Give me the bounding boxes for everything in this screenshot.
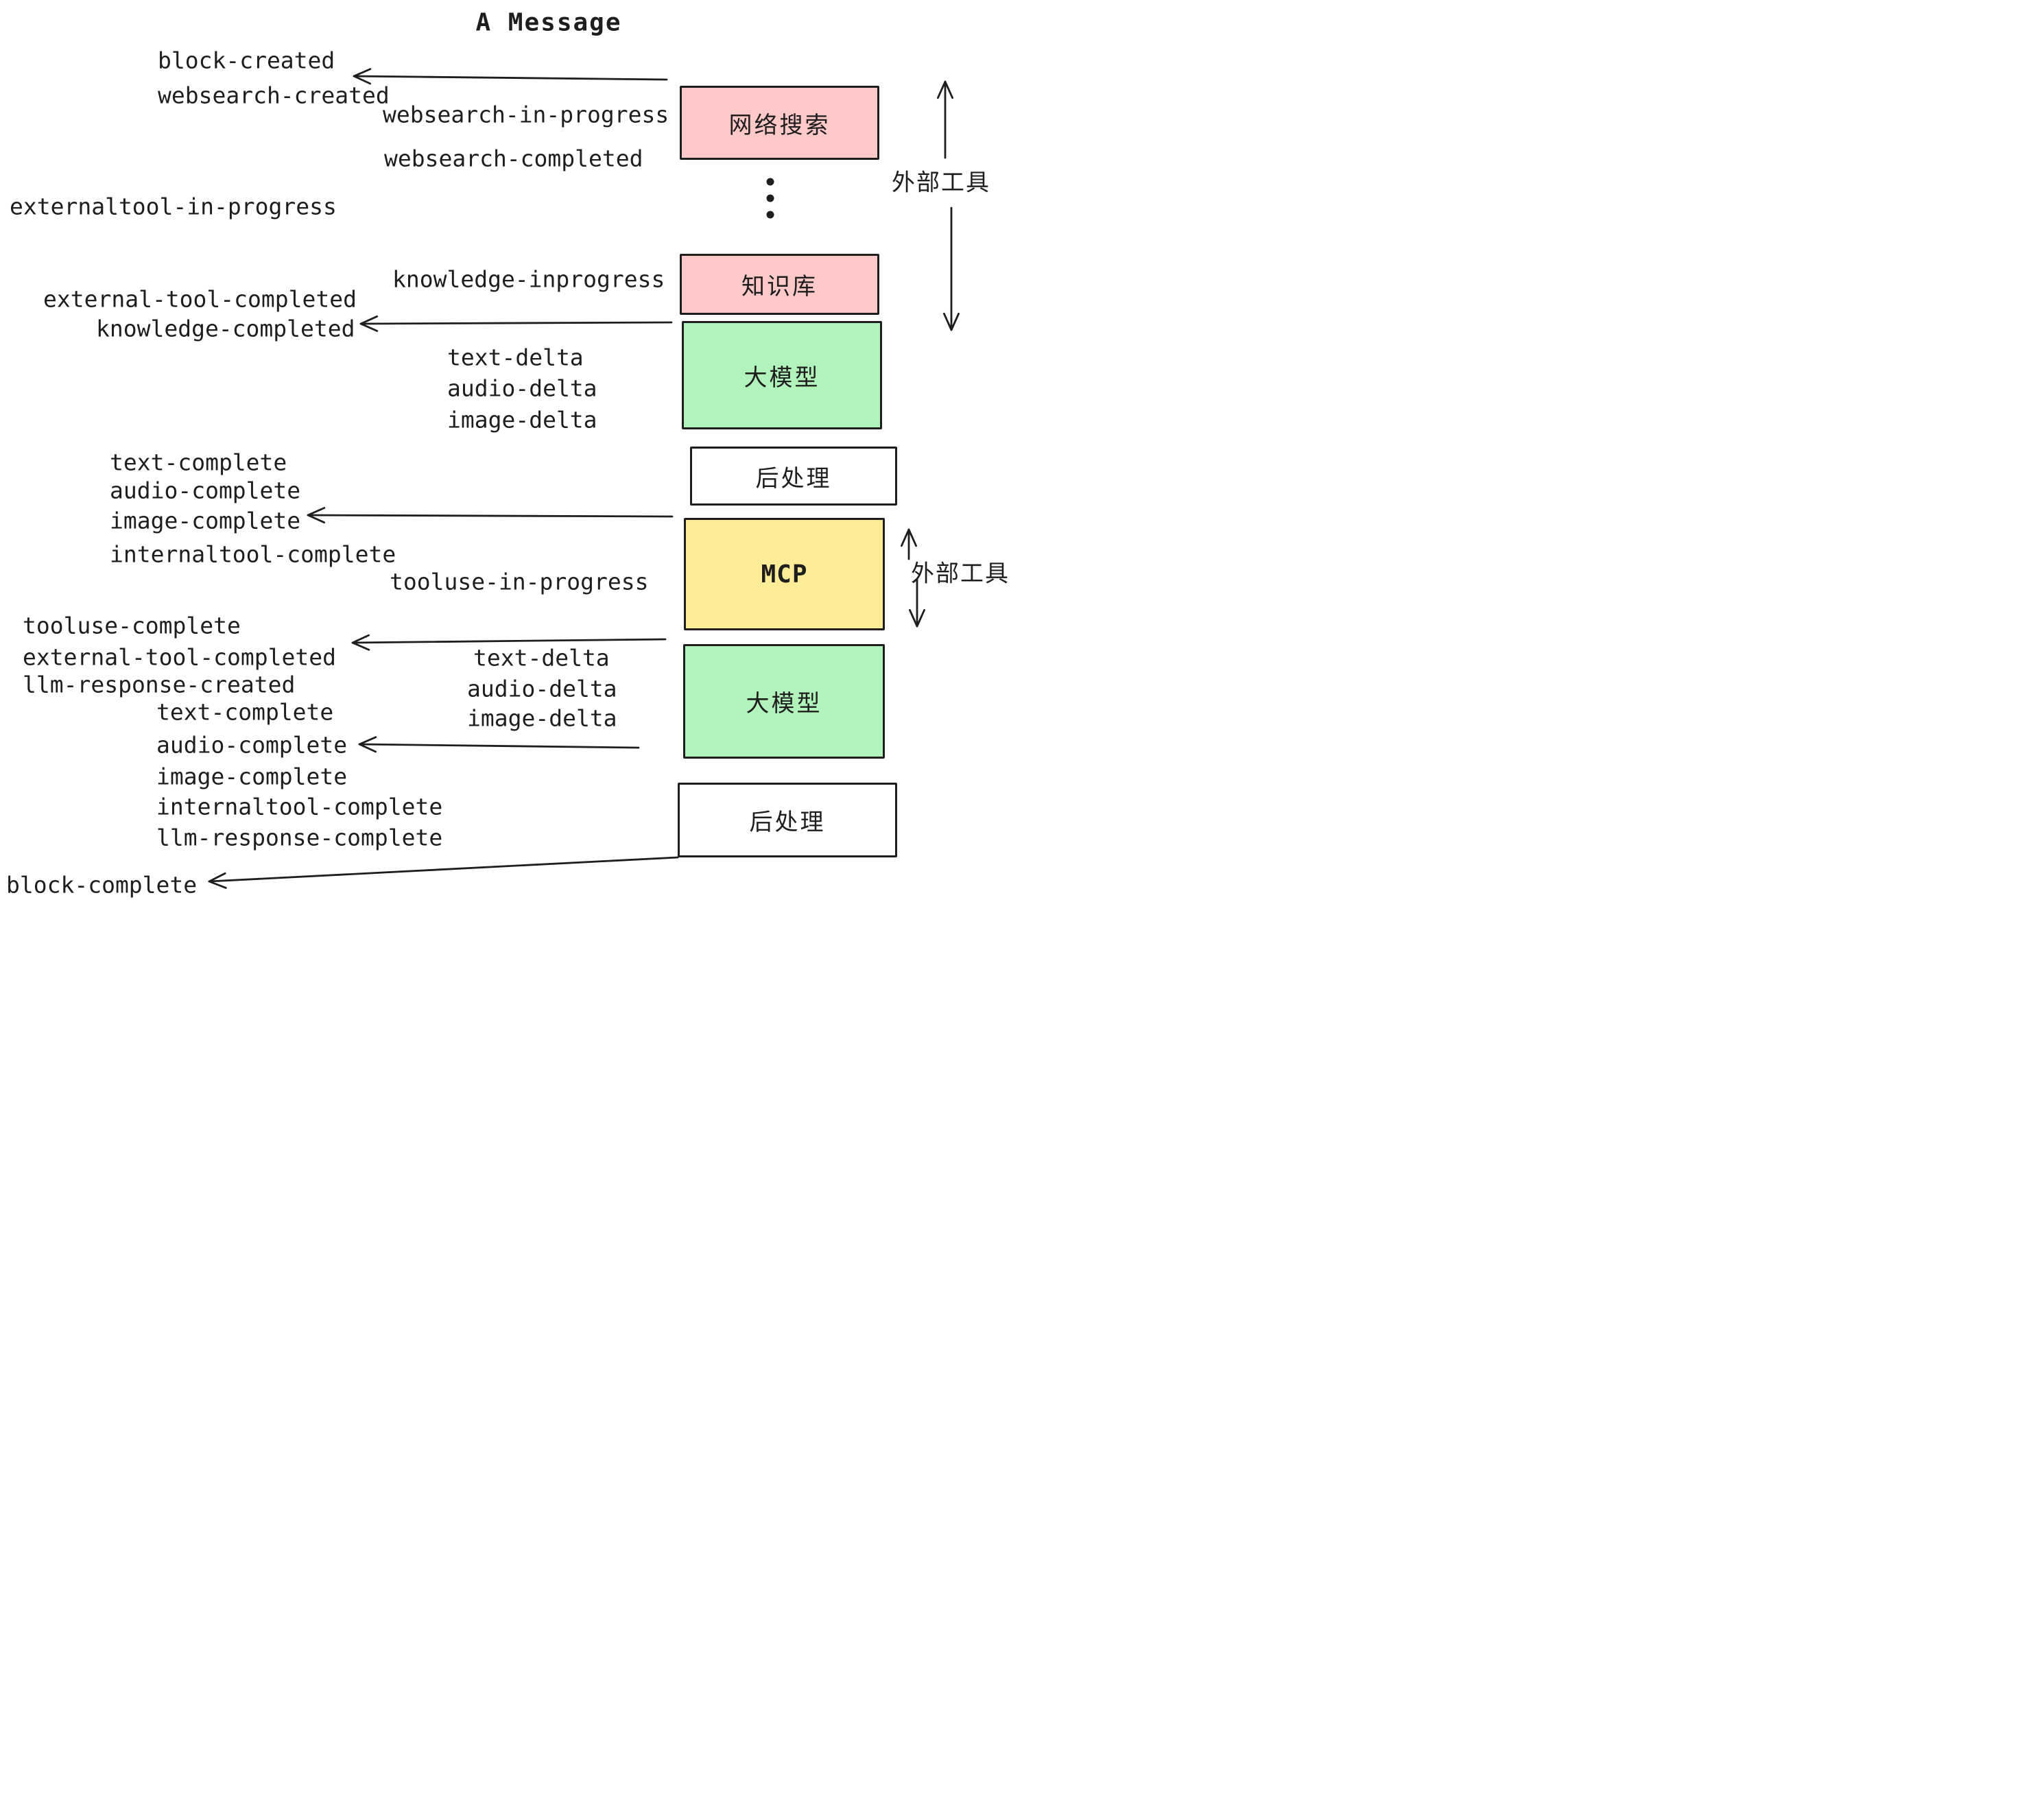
event-label-internaltool-complete-2: internaltool-complete (156, 793, 443, 820)
arrow-to-block-complete (208, 856, 679, 889)
event-label-image-delta-2: image-delta (467, 704, 617, 732)
event-label-external-tool-completed-1: external-tool-completed (43, 285, 357, 313)
event-label-audio-delta-2: audio-delta (467, 675, 617, 702)
ellipsis-dot-2 (766, 194, 774, 202)
event-label-image-delta-1: image-delta (447, 406, 597, 434)
box-post-box-2: 后处理 (678, 783, 897, 857)
event-label-tooluse-in-progress: tooluse-in-progress (390, 568, 649, 595)
event-label-text-delta-1: text-delta (447, 344, 584, 371)
event-label-text-complete-1: text-complete (110, 449, 287, 476)
arrow-external-tools-up-1 (937, 80, 953, 159)
event-label-text-complete-2: text-complete (156, 698, 334, 726)
event-label-audio-complete-1: audio-complete (110, 477, 301, 504)
event-label-internaltool-complete-1: internaltool-complete (110, 541, 396, 568)
event-label-block-created: block-created (158, 47, 335, 74)
arrow-external-tools-down-1 (943, 206, 960, 331)
box-mcp-box: MCP (684, 518, 885, 630)
event-label-block-complete: block-complete (6, 871, 198, 899)
diagram-stage: A Message block-created websearch-created… (0, 0, 1022, 902)
event-label-text-delta-2: text-delta (473, 644, 610, 672)
event-label-external-tool-completed-2: external-tool-completed (23, 643, 336, 671)
arrow-to-image-complete (307, 507, 674, 524)
event-label-llm-response-complete: llm-response-complete (156, 824, 443, 851)
box-websearch-box: 网络搜索 (680, 86, 879, 160)
event-label-knowledge-inprogress: knowledge-inprogress (392, 265, 665, 293)
event-label-websearch-created: websearch-created (158, 82, 390, 109)
ellipsis-dot-3 (766, 211, 774, 219)
arrow-to-block-created (353, 68, 668, 85)
event-label-websearch-in-progress: websearch-in-progress (383, 101, 669, 128)
arrow-to-audio-complete (358, 736, 640, 753)
event-label-audio-complete-2: audio-complete (156, 731, 348, 759)
event-label-llm-response-created: llm-response-created (23, 671, 296, 698)
ellipsis-dot-1 (766, 178, 774, 186)
event-label-audio-delta-1: audio-delta (447, 375, 597, 402)
event-label-tooluse-complete: tooluse-complete (23, 612, 241, 639)
event-label-externaltool-in-progress: externaltool-in-progress (10, 193, 337, 220)
box-llm-box-2: 大模型 (683, 644, 885, 759)
side-label-external-tools-1: 外部工具 (892, 169, 990, 196)
box-knowledge-box: 知识库 (680, 254, 879, 315)
event-label-image-complete-1: image-complete (110, 507, 301, 534)
side-label-external-tools-2: 外部工具 (911, 560, 1010, 587)
event-label-websearch-completed: websearch-completed (384, 145, 643, 172)
event-label-image-complete-2: image-complete (156, 763, 348, 790)
diagram-title: A Message (475, 8, 622, 37)
box-post-box-1: 后处理 (690, 447, 897, 506)
event-label-knowledge-completed: knowledge-completed (96, 315, 355, 342)
box-llm-box-1: 大模型 (682, 321, 882, 429)
arrow-to-knowledge-completed (359, 315, 673, 332)
